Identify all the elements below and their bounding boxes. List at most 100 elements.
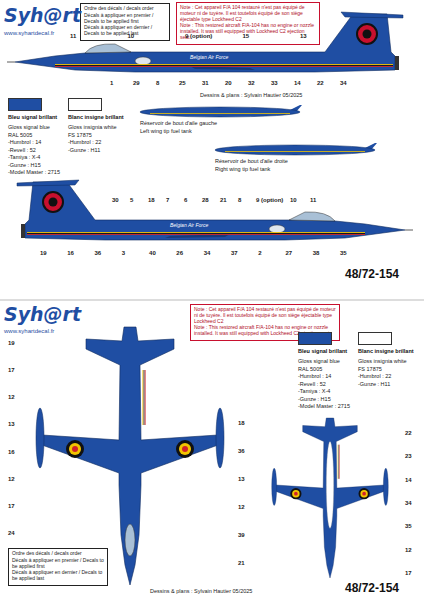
callout-number: 19	[8, 340, 15, 347]
aircraft-part	[27, 232, 365, 233]
aircraft-part	[85, 44, 131, 53]
aircraft-part	[272, 468, 277, 505]
aircraft-part	[69, 443, 81, 455]
sheet-note: RAL 5005	[8, 132, 32, 138]
aircraft-part	[359, 488, 370, 499]
callout-number: 12	[238, 504, 245, 511]
callout-number: 31	[202, 80, 209, 87]
aircraft-part	[395, 56, 399, 70]
aircraft-part	[289, 212, 335, 221]
aircraft-part	[360, 490, 367, 497]
sheet-note: Gloss insignia white	[358, 358, 407, 364]
callout-number: 35	[405, 523, 412, 530]
aircraft-part	[225, 151, 365, 152]
aircraft-part	[7, 62, 15, 63]
callout-number: 23	[405, 453, 412, 460]
callout-number: 9 (option)	[256, 197, 283, 204]
callout-number: 8	[238, 197, 241, 204]
callout-number: 34	[405, 500, 412, 507]
sheet-reference: 48/72-154	[345, 582, 399, 595]
legend-swatch	[8, 98, 42, 111]
sheet-note: Dessins & plans : Sylvain Hautier 05/202…	[200, 92, 302, 98]
sheet-note: Right wing tip fuel tank	[215, 166, 270, 172]
decal-order-box: Ordre des décals / decals orderDécals à …	[8, 548, 108, 586]
aircraft-part	[49, 198, 58, 207]
aircraft-part	[294, 492, 298, 496]
callout-number: 17	[405, 570, 412, 577]
aircraft-part	[290, 488, 301, 499]
callout-number: 20	[225, 80, 232, 87]
aircraft-part	[341, 12, 403, 18]
aircraft-part	[144, 370, 145, 425]
callout-number: 25	[179, 80, 186, 87]
callout-number: 12	[405, 547, 412, 554]
aircraft-part	[179, 443, 191, 455]
aircraft-part	[339, 445, 340, 479]
aircraft-part	[292, 490, 299, 497]
aircraft-part	[337, 445, 338, 479]
callout-number: 8	[156, 80, 159, 87]
aircraft-part	[216, 408, 224, 468]
aircraft-part	[405, 230, 413, 231]
callout-number: 26	[176, 250, 183, 257]
callout-number: 40	[149, 250, 156, 257]
callout-number: 1	[110, 80, 113, 87]
box-text: Décals à appliquer en premier / Decals t…	[12, 558, 104, 570]
aircraft-part	[215, 145, 375, 155]
sheet-note: -Gunze : H15	[298, 396, 331, 402]
aircraft-part	[140, 107, 300, 117]
sheet-note: Dessins & plans : Sylvain Hautier 05/202…	[150, 588, 252, 594]
sheet-note: -Gunze : H11	[68, 147, 100, 153]
sheet-note: -Humbrol : 14	[298, 373, 331, 379]
aircraft-part	[176, 440, 194, 458]
callout-number: 21	[220, 197, 227, 204]
callout-number: 32	[248, 80, 255, 87]
callout-number: 13	[238, 476, 245, 483]
legend-text: Bleu signal brillant	[298, 348, 347, 354]
callout-number: 13	[8, 421, 15, 428]
panel-divider	[0, 300, 424, 301]
callout-number: 34	[340, 80, 347, 87]
aircraft-part	[25, 182, 405, 240]
aircraft-part	[362, 492, 366, 496]
sheet-note: -Gunze : H15	[8, 162, 41, 168]
callout-number: 10	[128, 33, 135, 40]
sheet-reference: 48/72-154	[345, 268, 399, 281]
top-view-aircraft	[36, 327, 224, 585]
sheet-note: Réservoir de bout d'aile gauche	[140, 120, 217, 126]
sheet-note: -Humbrol : 14	[8, 139, 41, 145]
wing-tip-tank	[215, 143, 377, 155]
aircraft-marking: Belgian Air Force	[170, 223, 208, 229]
callout-number: 17	[8, 367, 15, 374]
aircraft-part	[42, 327, 218, 585]
aircraft-part	[275, 418, 384, 578]
legend-swatch	[68, 98, 102, 111]
aircraft-part	[72, 446, 78, 452]
callout-number: 33	[271, 80, 278, 87]
aircraft-part	[150, 113, 290, 114]
box-heading: Ordre des décals / decals order	[12, 551, 104, 557]
sheet-note: RAL 5005	[298, 366, 322, 372]
sheet-note: -Revell : 52	[298, 381, 326, 387]
sheet-note: Gloss signal blue	[298, 358, 340, 364]
sheet-note: -Tamiya : X-4	[8, 154, 40, 160]
callout-number: 34	[204, 250, 211, 257]
callout-number: 7	[166, 197, 169, 204]
callout-number: 19	[40, 250, 47, 257]
aircraft-part	[357, 24, 377, 44]
legend-text: Blanc insigne brillant	[358, 348, 414, 354]
callout-number: 22	[405, 430, 412, 437]
legend-swatch	[358, 332, 392, 345]
box-text: Note : Cet appareil F/A 104 restauré n'e…	[180, 5, 316, 22]
aircraft-part	[145, 370, 146, 425]
callout-number: 37	[231, 250, 238, 257]
aircraft-part	[21, 224, 25, 238]
legend-text: Bleu signal brillant	[8, 114, 57, 120]
aircraft-part	[338, 445, 339, 479]
box-heading: Ordre des décals / decals order	[84, 6, 166, 12]
aircraft-part	[55, 65, 393, 66]
box-text: Décals à appliquer en premier / Decals t…	[84, 13, 166, 25]
callout-number: 29	[133, 80, 140, 87]
